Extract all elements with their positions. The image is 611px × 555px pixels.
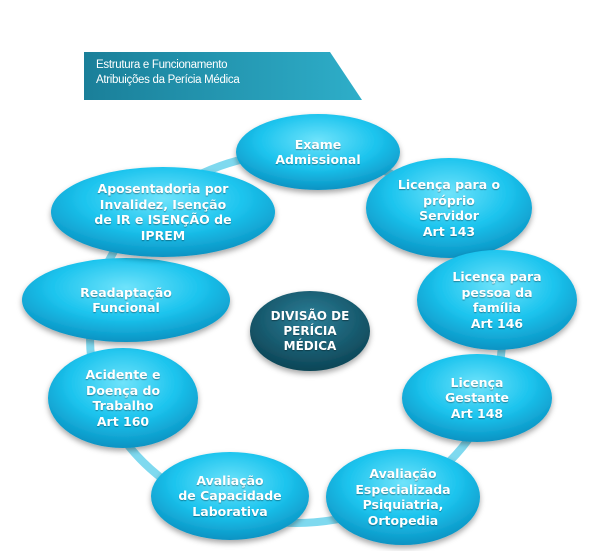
node-exame-admissional-line-1: Exame [294,136,342,152]
node-avaliacao-especializada-line-3: Psiquiatria, [362,497,444,512]
center-node [250,291,370,371]
node-licenca-gestante [402,354,552,442]
node-licenca-proprio-servidor-line-1: Licença para o [397,177,501,192]
center-node-label: DIVISÃO DE PERÍCIA MÉDICA [250,291,370,371]
banner-line-1: Estrutura e Funcionamento [96,59,228,71]
node-aposentadoria-invalidez-line-3: de IR e ISENÇÃO de [94,212,232,227]
node-licenca-pessoa-familia-line-1: Licença para [452,269,542,284]
node-acidente-doenca-trabalho-line-4: Art 160 [96,413,150,429]
node-licenca-gestante-line-2: Gestante [445,390,509,406]
node-readaptacao-funcional [22,258,230,342]
center-line-2: PERÍCIA [283,323,337,338]
node-avaliacao-capacidade-line-3: Laborativa [192,503,268,519]
node-acidente-doenca-trabalho-line-1: Acidente e [85,367,161,382]
node-aposentadoria-invalidez [51,167,275,257]
center-line-3: MÉDICA [283,338,337,353]
node-readaptacao-funcional-line-2: Funcional [92,300,160,315]
node-aposentadoria-invalidez-line-2: Invalidez, Isenção [99,196,227,212]
node-acidente-doenca-trabalho-line-3: Trabalho [92,398,154,413]
node-readaptacao-funcional-line-1: Readaptação [80,284,172,300]
node-licenca-pessoa-familia [417,250,577,350]
node-avaliacao-especializada-line-1: Avaliação [369,466,437,481]
node-acidente-doenca-trabalho-line-2: Doença do [85,382,161,398]
title-banner [84,52,362,100]
node-licenca-proprio-servidor-line-2: próprio [423,192,475,208]
node-licenca-gestante-line-1: Licença [450,374,504,390]
title-banner-text: Estrutura e Funcionamento Atribuições da… [96,58,240,88]
node-avaliacao-especializada-line-4: Ortopedia [367,512,439,528]
node-acidente-doenca-trabalho [48,348,198,448]
node-licenca-pessoa-familia-line-2: pessoa da [461,284,533,300]
node-avaliacao-capacidade-line-1: Avaliação [196,472,264,488]
center-line-1: DIVISÃO DE [270,308,350,323]
banner-line-2: Atribuições da Perícia Médica [96,74,240,86]
node-licenca-proprio-servidor [366,158,532,258]
node-licenca-pessoa-familia-line-3: família [472,300,522,315]
node-aposentadoria-invalidez-line-1: Aposentadoria por [97,181,229,196]
node-licenca-proprio-servidor-line-4: Art 143 [422,223,476,239]
node-exame-admissional [236,114,400,190]
node-licenca-proprio-servidor-line-3: Servidor [419,208,479,223]
node-licenca-gestante-line-3: Art 148 [450,405,504,421]
node-exame-admissional-line-2: Admissional [275,152,361,167]
node-licenca-pessoa-familia-line-4: Art 146 [470,315,524,331]
node-avaliacao-especializada-line-2: Especializada [355,481,451,497]
node-avaliacao-capacidade-line-2: de Capacidade [178,488,282,504]
node-aposentadoria-invalidez-line-4: IPREM [140,227,186,243]
node-avaliacao-capacidade [151,452,309,540]
node-avaliacao-especializada [326,449,480,545]
